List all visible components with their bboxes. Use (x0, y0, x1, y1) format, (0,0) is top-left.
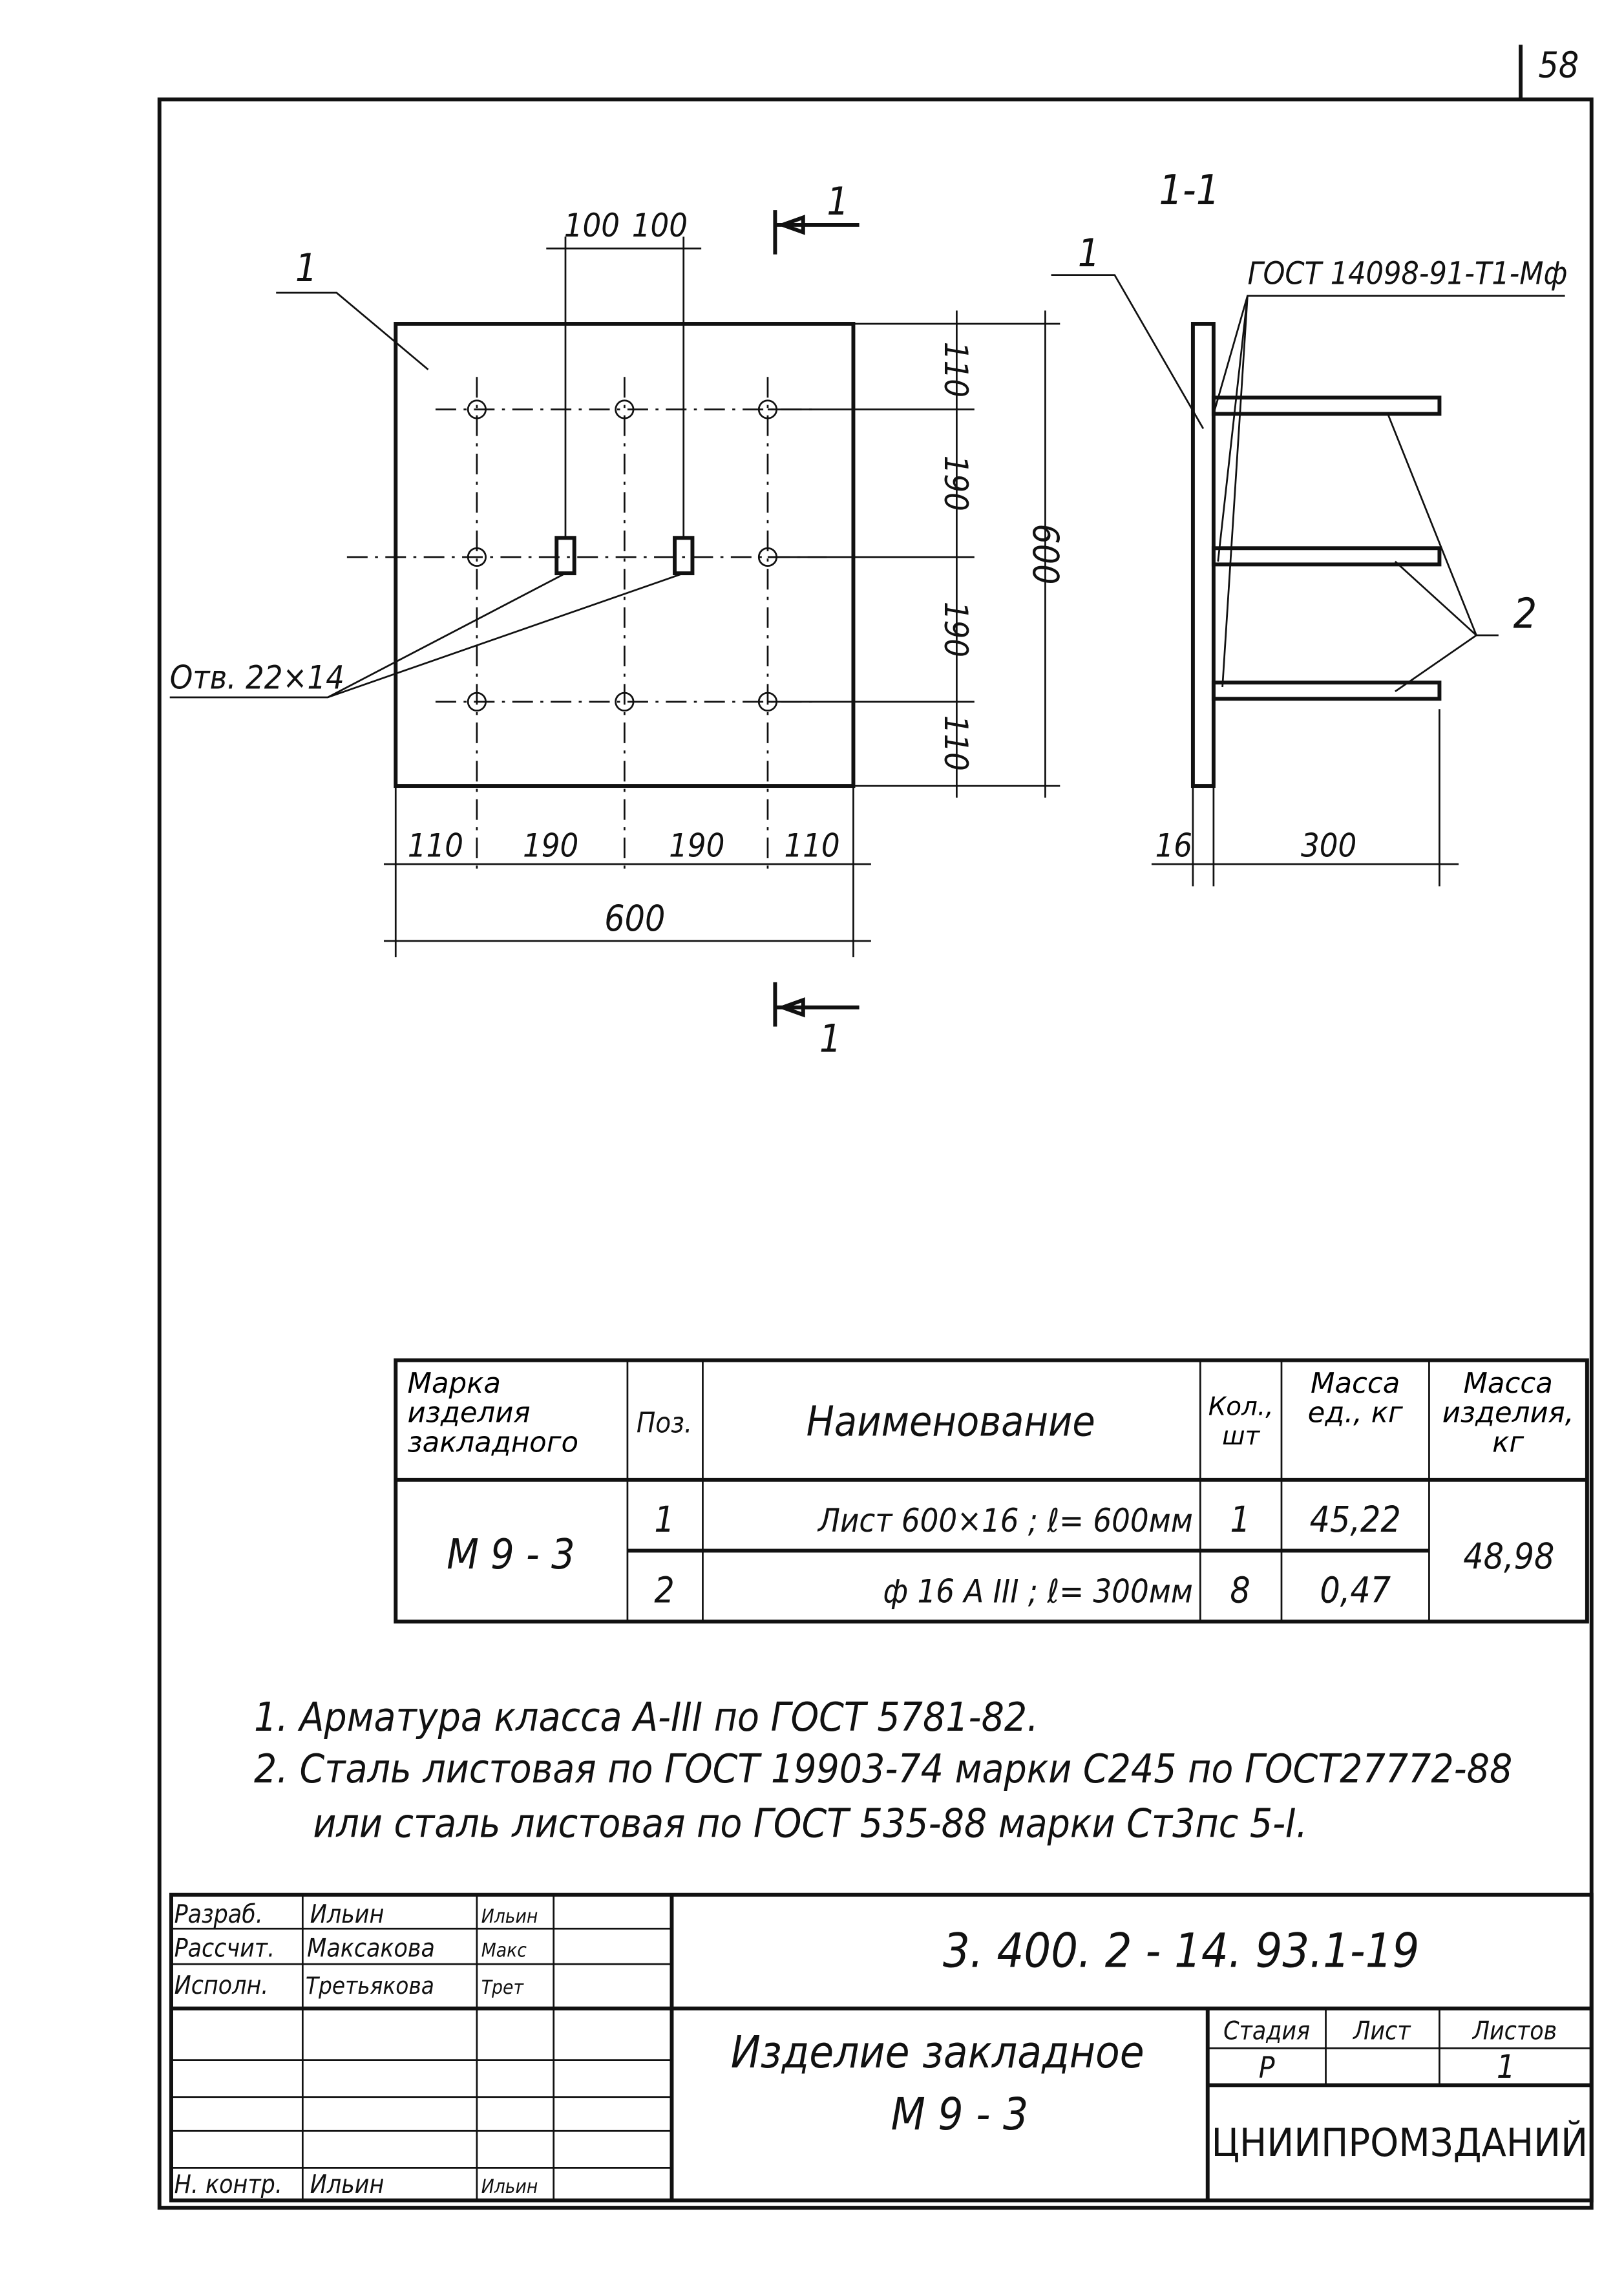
signature-row: Рассчит. Максакова Макс (174, 1934, 527, 1963)
header-pos: Поз. (637, 1408, 692, 1440)
dim-bottom-3: 190 (669, 827, 724, 865)
row-qty: 1 (1230, 1499, 1250, 1540)
stud-markers (467, 399, 778, 712)
row-qty: 8 (1230, 1569, 1250, 1611)
dim-top-2: 100 (632, 206, 688, 244)
section-mark-top-label: 1 (827, 180, 849, 224)
sheets-header: Листов (1471, 2017, 1557, 2046)
bar-label: 2 (1513, 591, 1537, 639)
role: Н. контр. (174, 2170, 282, 2199)
person-name: Третьякова (306, 1972, 434, 2000)
dim-top-1: 100 (564, 206, 620, 244)
note-2: 2. Сталь листовая по ГОСТ 19903-74 марки… (254, 1746, 1512, 1792)
role: Исполн. (174, 1971, 269, 2000)
title-block: Разраб. Ильин Ильин Рассчит. Максакова М… (169, 1892, 1594, 2203)
organization: ЦНИИПРОМЗДАНИЙ (1211, 2120, 1588, 2166)
dim-bottom-4: 110 (784, 827, 839, 865)
item-title: Изделие закладное (731, 2027, 1144, 2078)
header-unit-mass: Масса ед., кг (1307, 1368, 1403, 1430)
page-number: 58 (1538, 44, 1579, 85)
leader-line (1387, 413, 1499, 692)
row-name: Лист 600×16 ; ℓ= 600мм (817, 1501, 1193, 1539)
dim-right-4: 110 (937, 715, 975, 771)
signature-row: Исполн. Третьякова Трет (174, 1971, 525, 2000)
item-mark: М 9 - 3 (891, 2089, 1029, 2140)
dim-right-2: 190 (937, 456, 975, 511)
section-plate (1190, 322, 1216, 788)
weld-note: ГОСТ 14098-91-Т1-Мф (1247, 255, 1567, 291)
signature-row: Разраб. Ильин Ильин (174, 1900, 538, 1929)
row-pos: 1 (654, 1499, 674, 1540)
dim-right-total: 600 (1025, 523, 1066, 584)
notes: 1. Арматура класса А-III по ГОСТ 5781-82… (254, 1694, 1512, 1846)
table-row: 1 Лист 600×16 ; ℓ= 600мм 1 45,22 (654, 1499, 1400, 1540)
signature: Макс (481, 1939, 527, 1962)
slot-hole (554, 536, 576, 576)
table-row: 2 ф 16 А III ; ℓ= 300мм 8 0,47 (654, 1569, 1391, 1611)
sheet-frame (157, 97, 1594, 2210)
section-bar (1211, 546, 1442, 567)
dim-bottom-total: 600 (604, 898, 665, 939)
header-mark: Марка изделия закладного (407, 1368, 579, 1459)
dim-thickness: 16 (1155, 827, 1192, 865)
weld-leader (1212, 295, 1565, 688)
hole-leader (169, 572, 684, 699)
sheets-value: 1 (1497, 2047, 1515, 2086)
stage-header: Стадия (1223, 2017, 1310, 2046)
hole-note: Отв. 22×14 (170, 658, 344, 696)
dim-bar-length: 300 (1301, 827, 1356, 865)
section-bar (1211, 396, 1442, 416)
section-plate-label: 1 (1078, 231, 1100, 276)
stage-value: Р (1259, 2051, 1275, 2085)
section-mark-bottom-label: 1 (819, 1017, 841, 1061)
header-total-mass: Масса изделия, кг (1442, 1368, 1574, 1459)
section-bar (1211, 681, 1442, 701)
dim-right-1: 110 (937, 342, 975, 397)
position-label-1: 1 (295, 246, 317, 291)
signature: Трет (481, 1976, 525, 1999)
signature-row: Н. контр. Ильин Ильин (174, 2170, 538, 2199)
dim-right-3: 190 (937, 602, 975, 657)
header-qty: Кол., шт (1208, 1393, 1274, 1452)
item-mark: М 9 - 3 (447, 1531, 575, 1579)
note-1: 1. Арматура класса А-III по ГОСТ 5781-82… (254, 1694, 1039, 1740)
dim-bottom-2: 190 (523, 827, 578, 865)
row-unit-mass: 0,47 (1320, 1569, 1391, 1611)
spec-table: Марка изделия закладного Поз. Наименован… (394, 1358, 1589, 1624)
role: Рассчит. (174, 1934, 275, 1963)
note-2-cont: или сталь листовая по ГОСТ 535-88 марки … (313, 1801, 1307, 1847)
slot-hole (673, 536, 695, 576)
sheet-header: Лист (1352, 2017, 1411, 2046)
leader-line (276, 291, 429, 370)
signature: Ильин (481, 2175, 538, 2198)
document-code: 3. 400. 2 - 14. 93.1-19 (943, 1924, 1419, 1979)
section-title: 1-1 (1159, 167, 1219, 215)
person-name: Ильин (310, 1900, 385, 1929)
row-unit-mass: 45,22 (1310, 1499, 1401, 1540)
signature: Ильин (481, 1905, 538, 1928)
section-view: 1-1 1 ГОСТ 14098-91-Т1-Мф 2 16 300 (1051, 167, 1567, 887)
dim-bottom-1: 110 (408, 827, 463, 865)
section-mark-top (773, 210, 859, 255)
row-pos: 2 (654, 1569, 674, 1611)
plate-outline (394, 322, 856, 788)
role: Разраб. (174, 1900, 263, 1929)
person-name: Максакова (307, 1934, 435, 1963)
total-mass: 48,98 (1463, 1536, 1554, 1577)
section-mark-bottom (773, 982, 859, 1027)
row-name: ф 16 А III ; ℓ= 300мм (883, 1572, 1192, 1610)
plan-view: 100 100 1 1 1 Отв. 22×14 110 190 190 110… (170, 180, 1066, 1061)
leader-line (1051, 274, 1205, 429)
person-name: Ильин (310, 2170, 385, 2199)
header-name: Наименование (807, 1398, 1095, 1446)
